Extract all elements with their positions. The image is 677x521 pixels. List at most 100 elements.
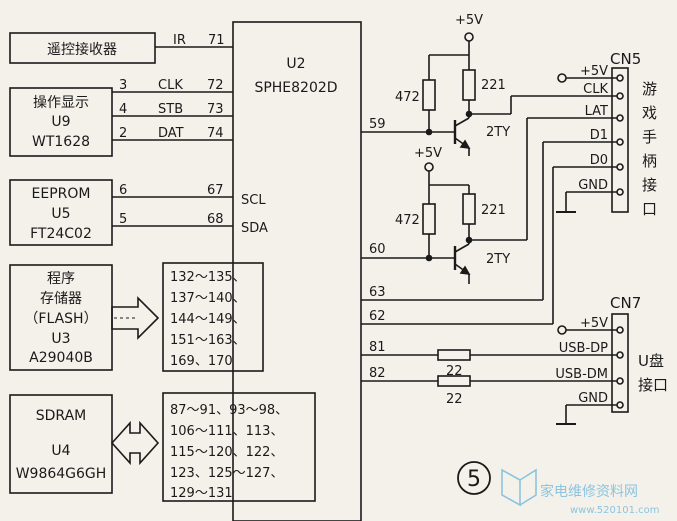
flash-pin-range: 169、170 [170, 354, 233, 369]
display-signal: DAT [158, 126, 184, 141]
cn7-pin-label: USB-DM [555, 367, 608, 382]
junction-dot [425, 128, 433, 136]
cn7-body [611, 313, 629, 413]
junction-dot [425, 254, 433, 262]
r3-value: 472 [395, 213, 420, 228]
cn5-desc-char: 接 [642, 176, 657, 194]
remote-receiver-label: 遥控接收器 [47, 41, 117, 58]
display-part: WT1628 [32, 134, 90, 150]
sdram-pin-range: 106～111、113、 [170, 424, 283, 439]
r2-value: 221 [481, 78, 506, 93]
vcc-terminal [464, 32, 474, 42]
cn7-pin [616, 326, 624, 334]
cn5-name: CN5 [610, 50, 641, 68]
display-box [9, 87, 113, 157]
r221b-resistor [462, 193, 476, 225]
eeprom-ext-pin: 5 [119, 212, 127, 227]
pin63-label: 63 [369, 285, 386, 300]
ir-pin: 71 [208, 33, 225, 48]
sdram-pin-range: 129～131 [170, 486, 233, 501]
r221-resistor [462, 69, 476, 101]
t1-label: 2TY [486, 125, 510, 140]
r472-resistor [422, 79, 436, 111]
r4-value: 221 [481, 203, 506, 218]
q1-collector [454, 117, 470, 127]
cn5-pin [616, 188, 624, 196]
display-ref: U9 [51, 114, 70, 130]
eeprom-part: FT24C02 [30, 226, 92, 242]
flash-line3: （FLASH） [24, 311, 97, 327]
flash-pin-range: 144～149、 [170, 312, 246, 327]
display-ext-pin: 3 [119, 78, 127, 93]
sdram-name: SDRAM [36, 408, 86, 424]
sdram-pin-range: 115～120、122、 [170, 445, 283, 460]
display-chip-pin: 72 [207, 78, 224, 93]
cn5-pin-label: LAT [585, 104, 608, 119]
cn5-pin [616, 114, 624, 122]
display-signal: CLK [158, 78, 183, 93]
eeprom-ref: U5 [51, 206, 70, 222]
sdram-bus-arrow [110, 420, 160, 466]
display-chip-pin: 74 [207, 126, 224, 141]
q2-emitter-arrow [459, 265, 471, 275]
sdram-pin-range: 123、125～127、 [170, 466, 283, 481]
cn5-pin [616, 138, 624, 146]
cn7-pin [616, 351, 624, 359]
sdram-pin-box [162, 392, 316, 502]
eeprom-signal: SDA [241, 221, 268, 236]
cn5-pin-label: D0 [590, 153, 608, 168]
cn7-pin [616, 401, 624, 409]
watermark-text: 家电维修资料网 [540, 483, 638, 500]
cn5-pin-label: D1 [590, 128, 608, 143]
display-ext-pin: 4 [119, 102, 127, 117]
display-ext-pin: 2 [119, 126, 127, 141]
chip-ref: U2 [286, 56, 305, 72]
cn5-pin-label: CLK [583, 82, 608, 97]
cn5-pin [616, 74, 624, 82]
flash-line1: 程序 [47, 271, 75, 287]
figure-badge [457, 461, 491, 495]
cn5-desc-char: 戏 [642, 104, 657, 122]
chip-name: SPHE8202D [254, 80, 337, 96]
cn7-pin-label: USB-DP [559, 341, 608, 356]
cn7-pin-label: GND [578, 391, 608, 406]
q2-collector [454, 243, 470, 253]
q1-emitter-arrow [459, 139, 471, 149]
pin59-label: 59 [369, 117, 386, 132]
cn5-desc-char: 口 [642, 200, 657, 218]
cn5-pin-label: GND [578, 178, 608, 193]
sdram-ref: U4 [51, 443, 70, 459]
cn5-pin [616, 92, 624, 100]
eeprom-ext-pin: 6 [119, 183, 127, 198]
display-name: 操作显示 [33, 95, 89, 111]
sdram-pin-range: 87～91、93～98、 [170, 403, 288, 418]
cn5-pin [616, 163, 624, 171]
cn5-body [611, 67, 629, 213]
watermark-url: www.520101.com [570, 505, 660, 516]
watermark-logo-icon [501, 468, 521, 507]
display-signal: STB [158, 102, 183, 117]
chip-u2-body [232, 21, 362, 521]
cn7-desc: 接口 [638, 376, 668, 394]
flash-pin-range: 132～135、 [170, 270, 246, 285]
flash-bus-arrow [111, 296, 160, 340]
pin81-label: 81 [369, 340, 386, 355]
flash-ref: U3 [51, 331, 70, 347]
pin82-label: 82 [369, 366, 386, 381]
cn7-name: CN7 [610, 294, 641, 312]
ir-signal: IR [173, 33, 186, 48]
watermark-logo-icon [519, 468, 537, 506]
cn7-pin-label: +5V [580, 316, 608, 331]
vcc1-label: +5V [455, 13, 483, 28]
eeprom-chip-pin: 67 [207, 183, 224, 198]
vcc-terminal [424, 162, 434, 172]
cn7-vcc-terminal [557, 325, 567, 335]
r472b-resistor [422, 203, 436, 235]
pin60-label: 60 [369, 242, 386, 257]
r22a-resistor [437, 349, 471, 361]
eeprom-signal: SCL [241, 193, 266, 208]
flash-pin-range: 151～163、 [170, 333, 246, 348]
cn7-desc: U盘 [638, 352, 664, 370]
